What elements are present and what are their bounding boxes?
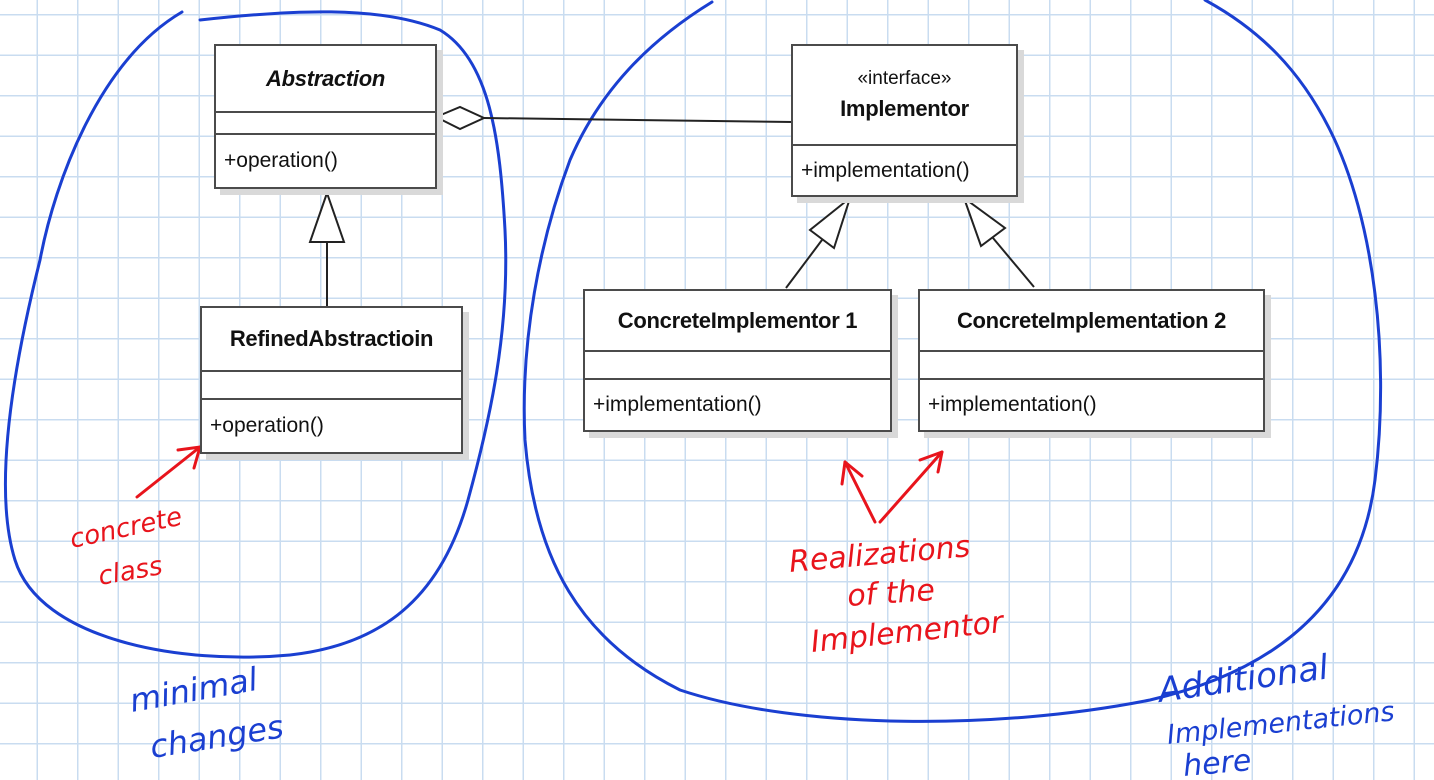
class-concrete2-name: ConcreteImplementation 2	[956, 307, 1227, 333]
additional-line-1: Additional	[1154, 647, 1332, 711]
realizations-line-1: Realizations	[788, 529, 972, 580]
realization-line-2	[992, 237, 1035, 288]
class-abstraction-attributes	[216, 113, 435, 135]
concrete-class-arrow	[135, 445, 203, 499]
aggregation-diamond	[433, 105, 487, 131]
realization-line-1	[785, 239, 823, 289]
realizations-arrows	[840, 450, 944, 524]
abstraction-side-loop	[4, 10, 508, 659]
class-concrete2-op: +implementation()	[928, 393, 1097, 416]
minimal-changes-line-2: changes	[147, 707, 286, 766]
realization-arrowhead-1	[808, 195, 852, 250]
realization-arrowhead-2	[961, 195, 1007, 248]
realizations-line-3: Implementor	[809, 605, 1006, 660]
minimal-changes-note: minimal changes	[127, 660, 286, 766]
concrete-class-note: concrete class	[67, 502, 185, 592]
class-abstraction-operations: +operation()	[216, 135, 435, 187]
additional-line-3: here	[1182, 743, 1253, 780]
class-implementor-operations: +implementation()	[793, 146, 1016, 195]
class-refined-abstraction: RefinedAbstractioin +operation()	[200, 306, 463, 454]
class-abstraction-title: Abstraction	[216, 46, 435, 113]
class-concrete1-operations: +implementation()	[585, 380, 890, 430]
class-concrete1-title: ConcreteImplementor 1	[585, 291, 890, 352]
additional-note: Additional Implementations here	[1154, 647, 1396, 780]
class-implementor-name: Implementor	[840, 96, 969, 121]
realizations-note: Realizations of the Implementor	[788, 529, 1007, 660]
minimal-changes-line-1: minimal	[127, 660, 261, 720]
class-refined-operations: +operation()	[202, 400, 461, 452]
class-refined-op: +operation()	[210, 414, 324, 437]
class-concrete-implementor-1: ConcreteImplementor 1 +implementation()	[583, 289, 892, 432]
class-concrete1-op: +implementation()	[593, 393, 762, 416]
class-concrete1-name: ConcreteImplementor 1	[617, 307, 858, 333]
class-refined-attributes	[202, 372, 461, 400]
aggregation-line	[483, 117, 794, 123]
class-implementor-stereotype: «interface»	[857, 68, 952, 89]
generalization-arrowhead	[308, 189, 346, 243]
concrete-class-line-1: concrete	[67, 502, 185, 555]
implementation-side-loop	[522, 0, 1383, 723]
realizations-line-2: of the	[846, 573, 936, 614]
class-implementor-op: +implementation()	[801, 158, 970, 182]
class-concrete2-attributes	[920, 352, 1263, 380]
class-concrete2-operations: +implementation()	[920, 380, 1263, 430]
class-refined-title: RefinedAbstractioin	[202, 308, 461, 372]
class-implementor: «interface» Implementor +implementation(…	[791, 44, 1018, 197]
class-refined-name: RefinedAbstractioin	[229, 326, 434, 351]
class-abstraction-op: +operation()	[224, 149, 338, 172]
class-concrete1-attributes	[585, 352, 890, 380]
class-abstraction: Abstraction +operation()	[214, 44, 437, 189]
class-abstraction-name: Abstraction	[266, 65, 385, 91]
class-implementor-title: «interface» Implementor	[793, 46, 1016, 146]
concrete-class-line-2: class	[96, 551, 165, 592]
class-concrete-implementation-2: ConcreteImplementation 2 +implementation…	[918, 289, 1265, 432]
class-concrete2-title: ConcreteImplementation 2	[920, 291, 1263, 352]
